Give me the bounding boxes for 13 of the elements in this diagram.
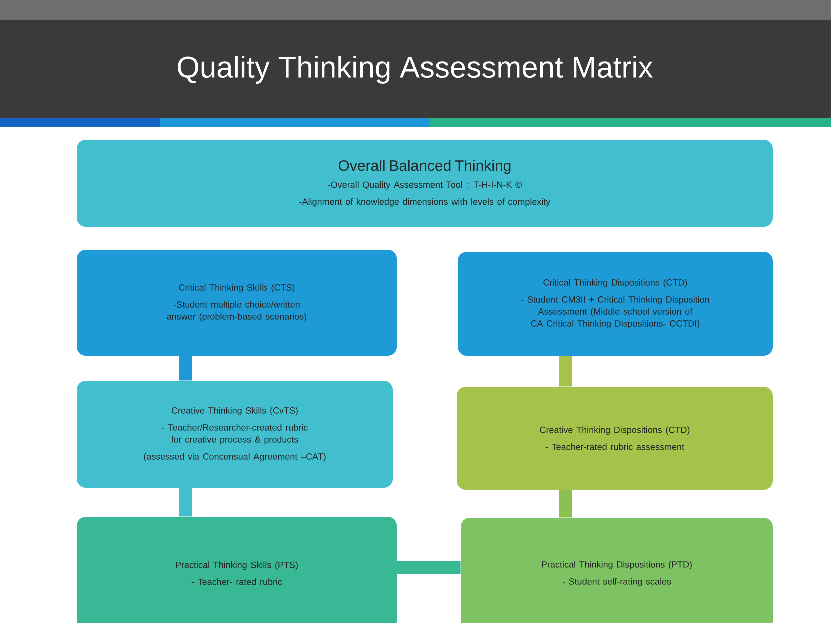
connector — [180, 488, 192, 517]
connector — [180, 356, 192, 381]
text-box: Overall Balanced Thinking -Overall Quality Assessment Tool : T-H-I-N-K © -Alignment of knowledge dimensions with levels of complexity — [77, 140, 773, 227]
text-box: Creative Thinking Skills (CvTS) - Teacher/Researcher-created rubric for creative process & products (assessed via Concensual Agreement –CAT) — [77, 380, 393, 488]
text-box: Critical Thinking Dispositions (CTD) - Student CM3II + Critical Thinking Disposition Assessment (Middle school version of CA Critical Thinking Dispositions- CCTDI) — [458, 252, 773, 356]
connector — [560, 490, 572, 518]
text-box: Critical Thinking Skills (CTS) -Student multiple choice/written answer (problem-based scenarios) — [77, 250, 397, 356]
connector — [397, 561, 461, 574]
connector — [560, 356, 572, 387]
title: Quality Thinking Assessment Matrix — [178, 56, 654, 84]
text-box: Practical Thinking Dispositions (PTD) - Student self-rating scales — [461, 518, 773, 623]
text-box: Practical Thinking Skills (PTS) - Teacher- rated rubric — [77, 516, 397, 623]
text-box: Creative Thinking Dispositions (CTD) - Teacher-rated rubric assessment — [457, 386, 773, 490]
